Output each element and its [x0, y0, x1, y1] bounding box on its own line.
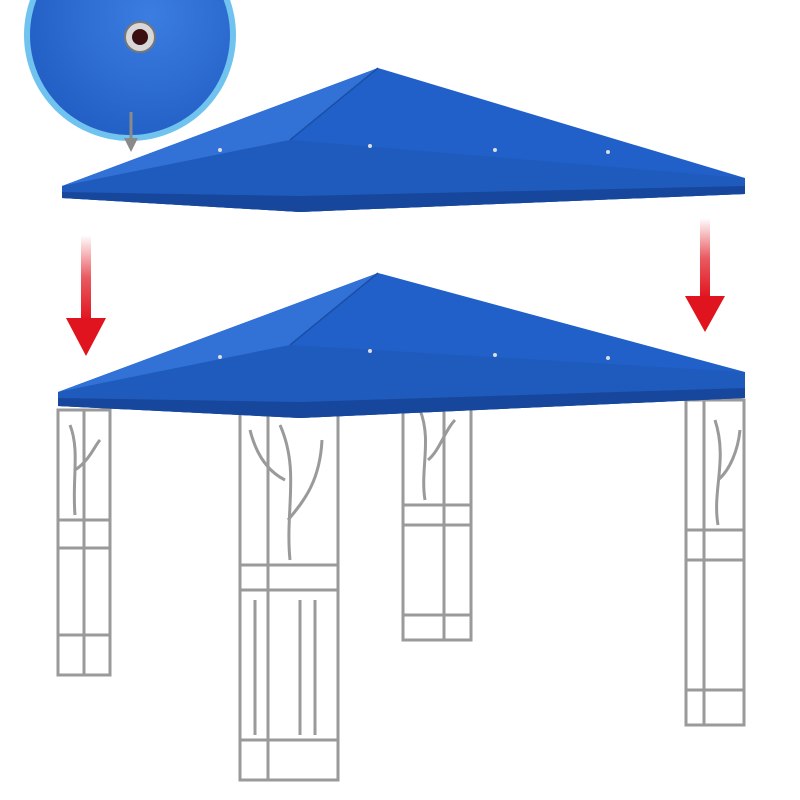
arrow-down-icon	[66, 235, 106, 356]
grommet-detail-icon	[124, 21, 156, 53]
leg-front-right	[684, 398, 746, 727]
grommet-detail-inset	[24, 0, 236, 141]
inset-fabric	[30, 0, 230, 135]
arrow-down-icon	[685, 218, 725, 332]
leg-front-left	[238, 403, 340, 782]
arrow-down-icon	[124, 112, 138, 152]
canopy-on-gazebo	[58, 272, 745, 418]
replacement-canopy-top	[62, 67, 745, 212]
leg-back-left	[56, 408, 112, 677]
leg-back-middle	[401, 393, 473, 642]
gazebo-frame	[56, 393, 746, 782]
